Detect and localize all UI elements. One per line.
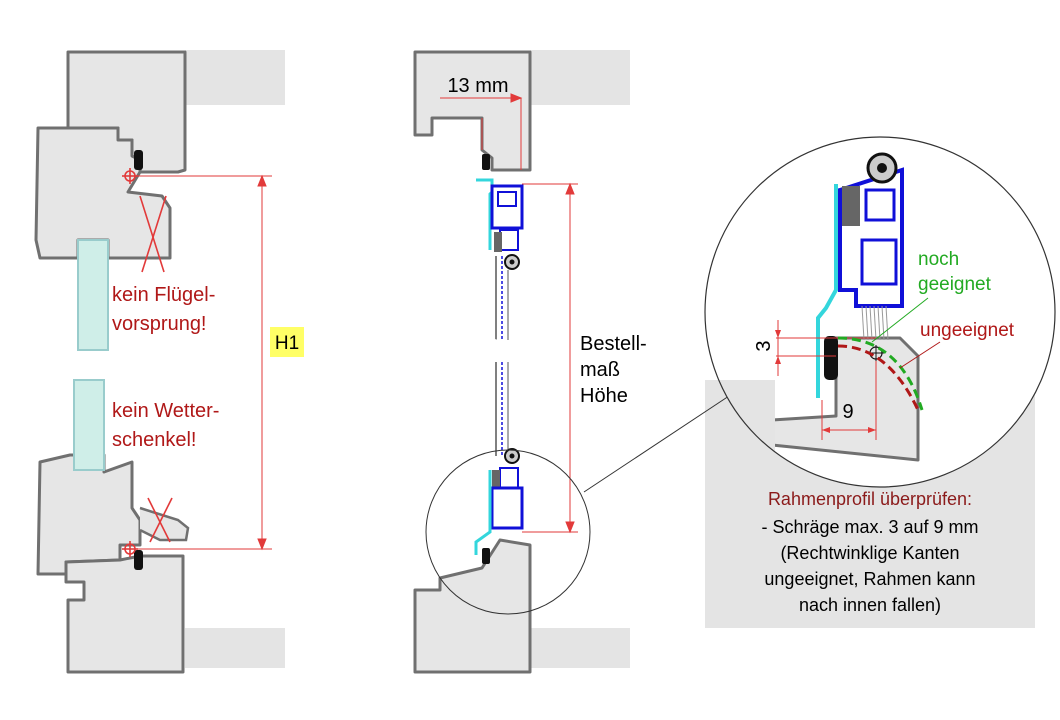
screen-mesh (487, 256, 521, 456)
glass-top (77, 239, 109, 351)
bottom-frame-profile (64, 554, 185, 674)
h1-dimension-line (130, 174, 272, 551)
cross-marks (122, 168, 173, 557)
leader-noch (871, 297, 929, 343)
detail-leader-line (583, 391, 736, 493)
detail-source-circle (425, 449, 591, 615)
glass-bottom (73, 379, 105, 471)
seal-bottom-left (134, 550, 143, 570)
ungeeignet-label: ungeeignet (920, 320, 1015, 341)
kein-wetter-line2: schenkel! (112, 429, 197, 451)
noch-line2: geeignet (918, 274, 992, 295)
bestell-line2: maß (580, 359, 620, 381)
bottom-sash-profile (36, 453, 142, 576)
seal-top-left (134, 150, 143, 170)
wall-top-right (530, 50, 630, 105)
kein-wetter-line1: kein Wetter- (112, 400, 219, 422)
wall-top-left (185, 50, 285, 105)
bestell-line1: Bestell- (580, 333, 647, 355)
middle-top-frame (413, 50, 532, 172)
dim3-label: 3 (753, 340, 775, 351)
bestellmass-dimension (522, 182, 578, 534)
screen-top-module (476, 154, 524, 270)
dim9-label: 9 (842, 401, 853, 423)
wetterschenkel-profile (139, 506, 190, 542)
h1-label: H1 (275, 333, 299, 354)
curve-noch-geeignet (837, 336, 924, 411)
detail-zoom-border (704, 136, 1056, 488)
screen-bottom-module (474, 448, 524, 564)
note-line2: (Rechtwinklige Kanten (780, 543, 959, 563)
kein-fluegel-line1: kein Flügel- (112, 284, 215, 306)
noch-line1: noch (918, 249, 959, 270)
left-window-section (34, 50, 187, 674)
note-title: Rahmenprofil überprüfen: (768, 489, 972, 509)
note-line4: nach innen fallen) (799, 595, 941, 615)
note-line3: ungeeignet, Rahmen kann (764, 569, 975, 589)
wall-bottom-left (185, 628, 285, 668)
leader-ungeeignet (899, 341, 941, 369)
curve-ungeeignet (837, 344, 920, 411)
wall-bottom-right (530, 628, 630, 668)
kein-fluegel-line2: vorsprung! (112, 313, 207, 335)
note-line1: - Schräge max. 3 auf 9 mm (761, 517, 978, 537)
detail-zoom-circle (705, 137, 1055, 487)
h1-highlight (270, 327, 304, 357)
mm13-label: 13 mm (447, 75, 508, 97)
zoom-dimension-lines (775, 320, 884, 440)
mm13-dimension (440, 93, 523, 170)
bestell-line3: Höhe (580, 385, 628, 407)
